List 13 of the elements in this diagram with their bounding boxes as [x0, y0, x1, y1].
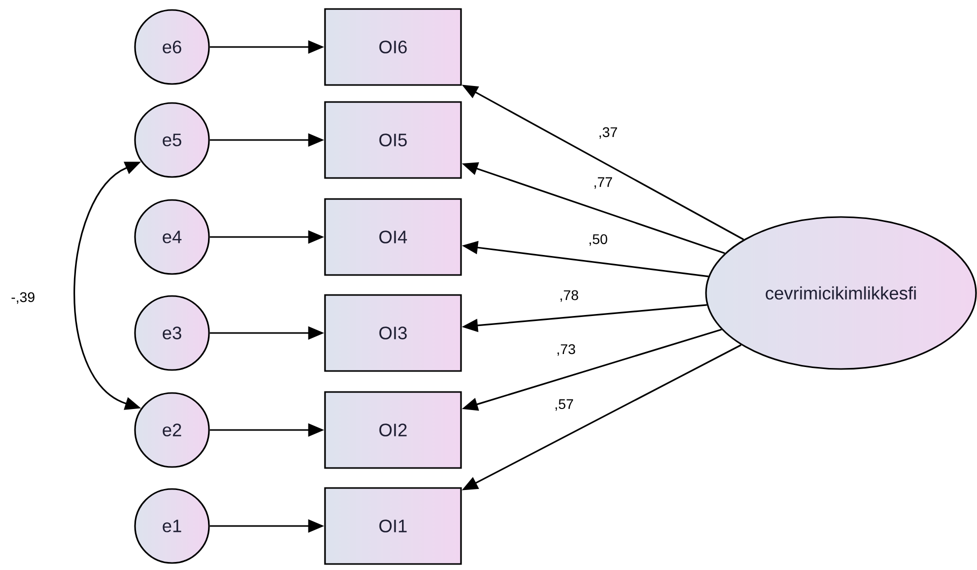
observed-variable-box: OI6 [324, 8, 462, 86]
observed-variable-box: OI3 [324, 294, 462, 372]
edge-label: -,39 [10, 291, 36, 305]
edge-label: ,73 [555, 343, 577, 357]
edge-label: ,50 [587, 233, 609, 247]
edge-label: ,57 [553, 398, 575, 412]
edge-label: ,37 [597, 126, 619, 140]
observed-variable-box: OI1 [324, 487, 462, 565]
edge-label: ,77 [592, 176, 614, 190]
observed-variable-box: OI4 [324, 198, 462, 276]
edge-label: ,78 [558, 289, 580, 303]
observed-variable-box: OI5 [324, 101, 462, 179]
observed-variable-box: OI2 [324, 391, 462, 469]
